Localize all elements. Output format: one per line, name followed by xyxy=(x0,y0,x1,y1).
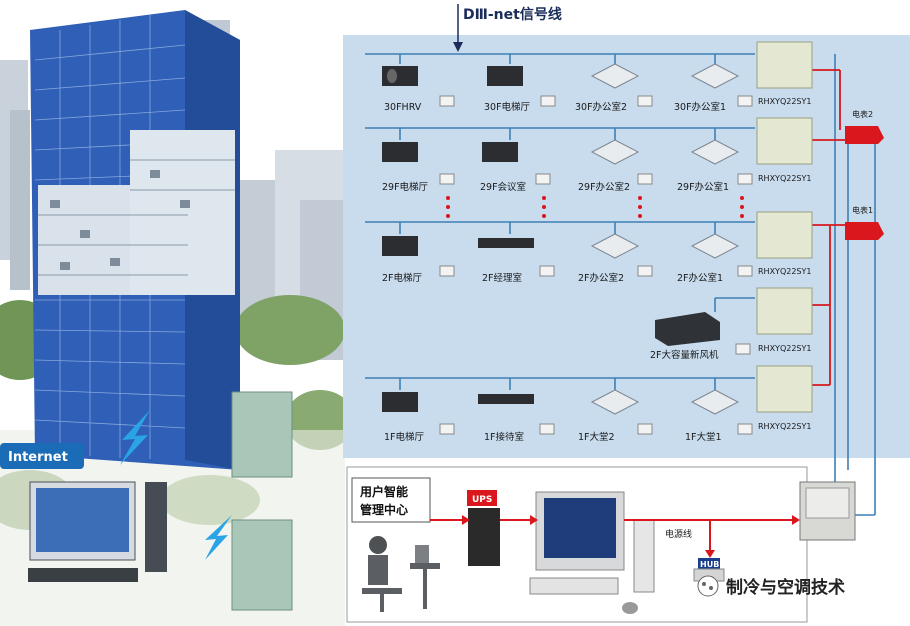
slim-duct-unit-icon xyxy=(478,394,534,404)
workstation xyxy=(529,491,655,614)
remote-controller-icon xyxy=(737,423,753,435)
remote-controller-icon xyxy=(637,173,653,185)
outdoor-units xyxy=(756,41,813,413)
watermark: 制冷与空调技术 xyxy=(697,575,845,598)
remote-controller-icon xyxy=(735,343,751,355)
unit-label: 30F办公室1 xyxy=(674,101,726,113)
ups-device: UPS xyxy=(467,490,500,566)
unit-label: 29F电梯厅 xyxy=(382,181,429,193)
cassette-unit-icon xyxy=(590,63,640,89)
remote-controller-icon xyxy=(439,265,455,277)
duct-unit-icon xyxy=(487,66,523,86)
fresh-air-unit: 2F大容量新风机 xyxy=(650,312,751,361)
svg-text:电表2: 电表2 xyxy=(852,109,873,119)
intelligent-manager-device xyxy=(799,481,856,541)
cassette-unit-icon xyxy=(690,63,740,89)
duct-unit-icon xyxy=(382,392,418,412)
remote-controller-icon xyxy=(737,95,753,107)
duct-unit-icon xyxy=(382,142,418,162)
unit-label: 30F办公室2 xyxy=(575,101,627,113)
remote-controller-icon xyxy=(539,423,555,435)
continuation-dots xyxy=(446,196,744,218)
slim-duct-unit-icon xyxy=(478,238,534,248)
outdoor-unit-icon xyxy=(756,117,813,165)
remote-controller-icon xyxy=(637,95,653,107)
remote-controller-icon xyxy=(439,173,455,185)
power-line-label: 电源线 xyxy=(665,528,692,540)
remote-controller-icon xyxy=(539,265,555,277)
duct-unit-icon xyxy=(482,142,518,162)
center-title-line1: 用户智能 xyxy=(359,484,408,499)
duct-unit-icon xyxy=(382,236,418,256)
remote-controller-icon xyxy=(439,423,455,435)
remote-controller-icon xyxy=(540,95,556,107)
svg-text:RHXYQ22SY1: RHXYQ22SY1 xyxy=(758,422,811,431)
unit-label: 30FHRV xyxy=(384,102,422,113)
ups-label: UPS xyxy=(472,495,492,505)
outdoor-unit-icon xyxy=(756,41,813,89)
meter-lines xyxy=(812,69,845,386)
outdoor-unit-icon xyxy=(756,287,813,335)
cassette-unit-icon xyxy=(590,233,640,259)
cassette-unit-icon xyxy=(690,389,740,415)
cassette-unit-icon xyxy=(690,233,740,259)
floor-1-units: 1F电梯厅 1F接待室 1F大堂2 1F大堂1 xyxy=(382,389,753,443)
svg-text:RHXYQ22SY1: RHXYQ22SY1 xyxy=(758,174,811,183)
floor-2-units: 2F电梯厅 2F经理室 2F办公室2 2F办公室1 xyxy=(382,233,753,284)
internet-badge: Internet xyxy=(0,443,84,469)
floor-30-units: 30FHRV 30F电梯厅 30F办公室2 30F办公室1 xyxy=(382,63,753,113)
meter-2: 电表2 xyxy=(845,109,884,144)
remote-controller-icon xyxy=(535,173,551,185)
fresh-air-unit-icon xyxy=(655,312,720,346)
power-arrows xyxy=(430,515,800,558)
unit-label: 2F经理室 xyxy=(482,272,522,284)
remote-controller-icon xyxy=(439,95,455,107)
bus-lines xyxy=(365,53,876,516)
unit-label: 1F大堂2 xyxy=(578,431,615,443)
meter-1: 电表1 xyxy=(845,205,884,240)
unit-label: 29F会议室 xyxy=(480,181,526,193)
floor-29-units: 29F电梯厅 29F会议室 29F办公室2 29F办公室1 xyxy=(382,139,753,193)
outdoor-unit-icon xyxy=(756,211,813,259)
remote-controller-icon xyxy=(737,173,753,185)
remote-controller-icon xyxy=(737,265,753,277)
duct-unit-icon xyxy=(382,66,418,86)
building-illustration xyxy=(0,0,355,626)
unit-label: 1F大堂1 xyxy=(685,431,722,443)
cassette-unit-icon xyxy=(590,139,640,165)
svg-text:RHXYQ22SY1: RHXYQ22SY1 xyxy=(758,344,811,353)
svg-text:RHXYQ22SY1: RHXYQ22SY1 xyxy=(758,267,811,276)
unit-label: 2F电梯厅 xyxy=(382,272,423,284)
unit-label: 30F电梯厅 xyxy=(484,101,531,113)
unit-label: 2F办公室1 xyxy=(677,272,723,284)
outdoor-labels: RHXYQ22SY1 RHXYQ22SY1 RHXYQ22SY1 RHXYQ22… xyxy=(758,97,811,431)
remote-controller-icon xyxy=(637,265,653,277)
remote-controller-icon xyxy=(637,423,653,435)
bus-label: DⅢ-net信号线 xyxy=(463,6,562,23)
hub-label: HUB xyxy=(700,560,719,569)
internet-label: Internet xyxy=(8,450,68,465)
svg-text:RHXYQ22SY1: RHXYQ22SY1 xyxy=(758,97,811,106)
unit-label: 1F接待室 xyxy=(484,431,524,443)
watermark-text: 制冷与空调技术 xyxy=(726,577,845,598)
cassette-unit-icon xyxy=(590,389,640,415)
operator-illustration xyxy=(362,536,440,612)
svg-text:电表1: 电表1 xyxy=(852,205,873,215)
outdoor-unit-icon xyxy=(756,365,813,413)
center-title-box xyxy=(351,477,431,523)
center-title-line2: 管理中心 xyxy=(360,502,408,517)
unit-label: 29F办公室2 xyxy=(578,181,630,193)
cassette-unit-icon xyxy=(690,139,740,165)
unit-label: 2F办公室2 xyxy=(578,272,624,284)
unit-label: 1F电梯厅 xyxy=(384,431,425,443)
unit-label: 2F大容量新风机 xyxy=(650,349,719,361)
unit-label: 29F办公室1 xyxy=(677,181,729,193)
